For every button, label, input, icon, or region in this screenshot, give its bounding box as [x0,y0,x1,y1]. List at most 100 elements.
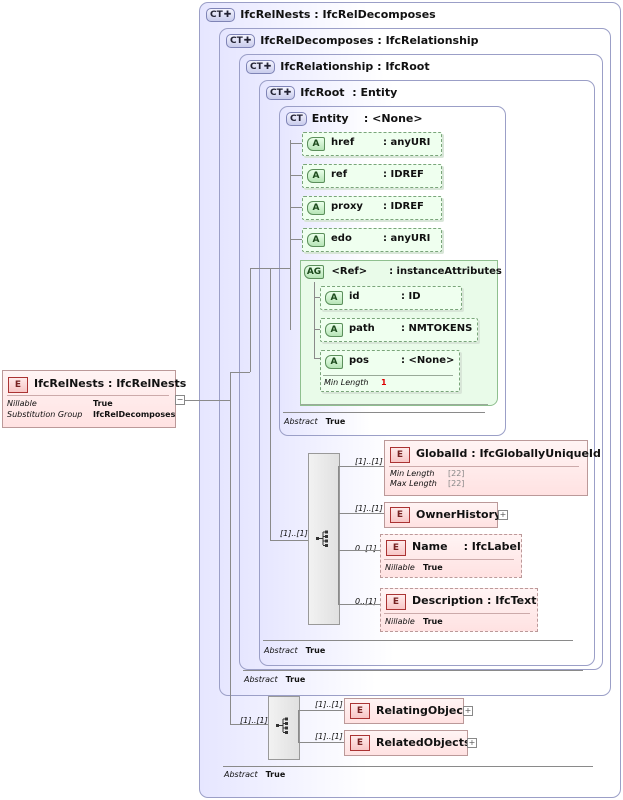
attr-connector [290,239,302,240]
attribute-group-icon: AG [304,265,324,279]
sequence-icon [276,717,292,735]
complex-type-icon: CT✚ [246,60,276,74]
element-icon: E [390,447,410,463]
attr-connector [290,143,302,144]
card-ownerhistory: [1]..[1] [355,504,383,513]
relnests-sequence-box[interactable] [268,696,300,760]
element-globalid[interactable]: E GlobalId : IfcGloballyUniqueId Min Len… [384,440,601,496]
attribute-icon: A [307,233,325,247]
connector [250,268,251,372]
card-description: 0..[1] [355,597,377,606]
ct-base: : IfcRelDecomposes [314,8,436,21]
attribute-icon: A [325,355,343,369]
element-icon: E [350,703,370,719]
pos-min-length: Min Length 1 [324,378,387,387]
elem-connector [298,742,344,743]
elem-separator [384,613,530,614]
complex-type-icon: CT [286,112,307,126]
attr-connector [314,329,320,330]
root-separator [7,395,169,396]
element-icon: E [8,377,28,393]
attr-connector [290,175,302,176]
attr-connector [314,297,320,298]
ifcroot-seq-cardinality: [1]..[1] [280,529,308,538]
connector [230,724,268,725]
elem-connector [338,513,384,514]
connector [270,268,290,269]
ag-inner-line [300,404,488,405]
relnests-seq-cardinality: [1]..[1] [240,716,268,725]
root-element-name: IfcRelNests : IfcRelNests [34,377,187,390]
attribute-path[interactable]: A path: NMTOKENS [320,318,478,342]
element-icon: E [350,735,370,751]
ct-ifcrelationship-header: CT✚IfcRelationship : IfcRoot [246,60,430,74]
ag-connector [314,282,315,358]
attribute-icon: A [325,291,343,305]
connector [230,372,231,724]
seq-connector [298,710,299,742]
elem-connector [338,466,384,467]
ifcrelnests-separator [223,766,593,767]
card-relatingobject: [1]..[1] [315,700,343,709]
attribute-proxy[interactable]: A proxy: IDREF [302,196,442,220]
seq-connector [338,466,339,604]
connector [250,268,270,269]
ct-ifcrelnests-header: CT✚ IfcRelNests : IfcRelDecomposes [206,8,436,22]
attribute-href[interactable]: A href: anyURI [302,132,442,156]
expand-icon[interactable]: + [467,738,477,748]
attribute-icon: A [325,323,343,337]
elem-separator [389,466,579,467]
connector [290,140,291,330]
elem-connector [338,604,380,605]
ifcrelationship-separator [243,670,583,671]
entity-separator [283,412,485,413]
attr-connector [290,207,302,208]
ct-ifcroot-header: CT✚IfcRoot : Entity [266,86,397,100]
attribute-edo[interactable]: A edo: anyURI [302,228,442,252]
ct-name: IfcRelNests [240,8,311,21]
collapse-icon[interactable]: − [175,395,185,405]
ifcroot-sequence-box[interactable] [308,453,340,625]
attribute-icon: A [307,169,325,183]
card-relatedobjects: [1]..[1] [315,732,343,741]
pos-separator [323,375,453,376]
attribute-pos[interactable]: A pos: <None> Min Length 1 [320,350,460,392]
attribute-id[interactable]: A id: ID [320,286,462,310]
expand-icon[interactable]: + [463,706,473,716]
element-icon: E [386,540,406,556]
element-relatingobject[interactable]: E RelatingObject [344,698,468,724]
sequence-icon [316,530,332,548]
connector [230,372,250,373]
elem-connector [298,710,344,711]
element-relatedobjects[interactable]: E RelatedObjects [344,730,471,756]
complex-type-icon: CT✚ [206,8,236,22]
elem-connector [338,550,380,551]
connector [185,400,230,401]
ct-ifcreldecomposes-header: CT✚IfcRelDecomposes : IfcRelationship [226,34,479,48]
attribute-ref[interactable]: A ref: IDREF [302,164,442,188]
element-icon: E [386,594,406,610]
element-ownerhistory[interactable]: E OwnerHistory [384,502,501,528]
attribute-group-header: AG <Ref>: instanceAttributes [304,265,502,279]
complex-type-icon: CT✚ [266,86,296,100]
attribute-icon: A [307,201,325,215]
attribute-icon: A [307,137,325,151]
connector [270,268,271,540]
elem-separator [384,559,514,560]
complex-type-icon: CT✚ [226,34,256,48]
card-name: 0..[1] [355,544,377,553]
card-globalid: [1]..[1] [355,457,383,466]
ifcroot-separator [263,640,573,641]
expand-icon[interactable]: + [498,510,508,520]
connector [270,540,308,541]
